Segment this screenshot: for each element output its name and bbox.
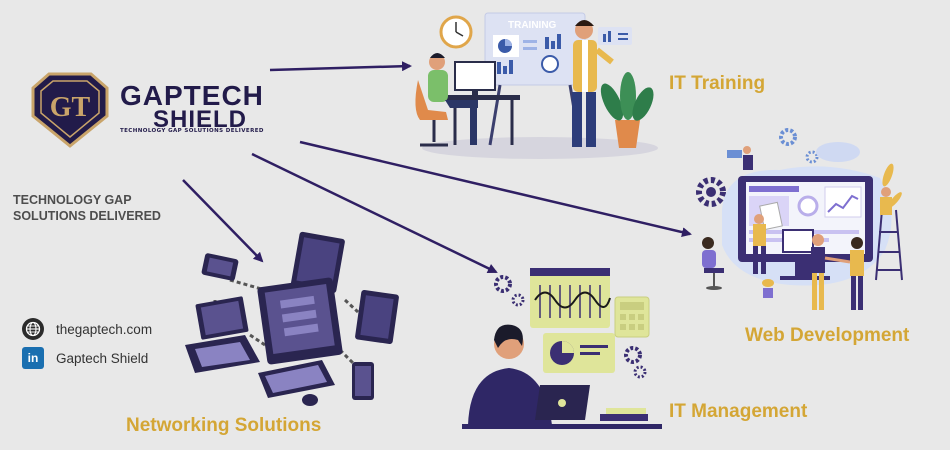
- contact-linkedin[interactable]: in Gaptech Shield: [22, 346, 148, 370]
- brand-name-line1: GAPTECH: [120, 80, 264, 111]
- globe-icon: [22, 318, 44, 340]
- arrow-to-web: [299, 140, 692, 238]
- tagline-line2: SOLUTIONS DELIVERED: [13, 209, 161, 223]
- brand-logo: GT GAPTECH SHIELD TECHNOLOGY GAP SOLUTIO…: [25, 68, 295, 148]
- training-illustration: TRAINING: [415, 12, 658, 159]
- gear-icon: [779, 128, 797, 146]
- web-dev-illustration: [696, 128, 903, 310]
- label-it-training: IT Training: [669, 73, 766, 94]
- linkedin-link[interactable]: Gaptech Shield: [56, 350, 149, 366]
- gear-icon: [624, 346, 642, 364]
- website-link[interactable]: thegaptech.com: [56, 321, 153, 337]
- arrow-to-training: [269, 61, 412, 72]
- management-illustration: [462, 268, 662, 429]
- gear-icon: [494, 275, 512, 293]
- shield-emblem-icon: GT: [31, 72, 109, 148]
- gear-icon: [511, 293, 525, 307]
- label-networking-solutions: Networking Solutions: [126, 415, 322, 436]
- brand-name-line2: SHIELD: [153, 106, 248, 133]
- tagline-line1: TECHNOLOGY GAP: [13, 193, 132, 207]
- tagline: TECHNOLOGY GAP SOLUTIONS DELIVERED: [13, 192, 161, 224]
- label-web-development: Web Development: [745, 325, 910, 346]
- contact-website[interactable]: thegaptech.com: [22, 317, 152, 341]
- arrow-to-management: [251, 152, 498, 274]
- board-title: TRAINING: [508, 20, 557, 31]
- linkedin-icon: in: [22, 347, 44, 369]
- brand-tagline-small: TECHNOLOGY GAP SOLUTIONS DELIVERED: [120, 128, 264, 134]
- svg-text:GT: GT: [50, 92, 91, 123]
- gear-icon: [696, 177, 726, 207]
- arrow-to-networking: [182, 179, 264, 263]
- label-it-management: IT Management: [669, 401, 808, 422]
- gear-icon: [633, 365, 647, 379]
- gear-icon: [805, 150, 819, 164]
- networking-illustration: [185, 231, 399, 406]
